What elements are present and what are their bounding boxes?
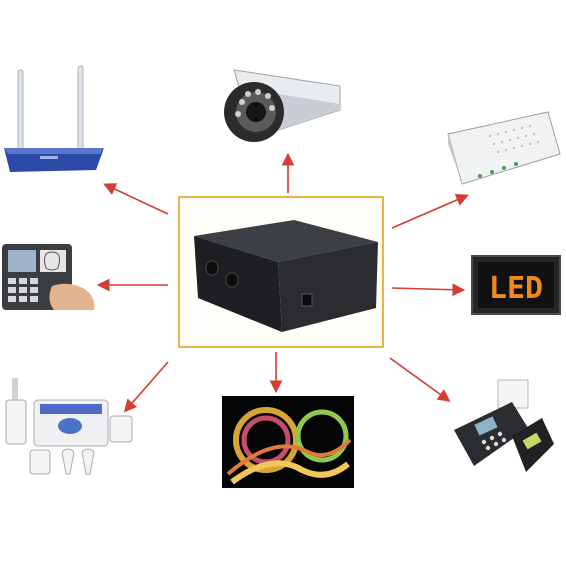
arrow-to-pos: [389, 357, 451, 402]
arrow-to-modem: [391, 193, 469, 229]
pos-terminal-icon: [446, 376, 562, 476]
arrow-to-alarm: [123, 361, 169, 413]
alarm-system-icon: [0, 370, 140, 490]
router-icon: [0, 62, 110, 182]
led-strip-icon: [222, 396, 354, 488]
mini-ups-icon: [186, 208, 378, 338]
led-sign-icon: LED: [470, 254, 564, 316]
modem-icon: [440, 104, 566, 188]
fingerprint-terminal-icon: [0, 240, 100, 316]
cctv-camera-icon: [208, 60, 348, 160]
arrow-to-router: [103, 183, 169, 215]
arrow-to-led-sign: [391, 283, 466, 297]
led-sign-text: LED: [489, 271, 543, 306]
center-frame: [178, 196, 384, 348]
